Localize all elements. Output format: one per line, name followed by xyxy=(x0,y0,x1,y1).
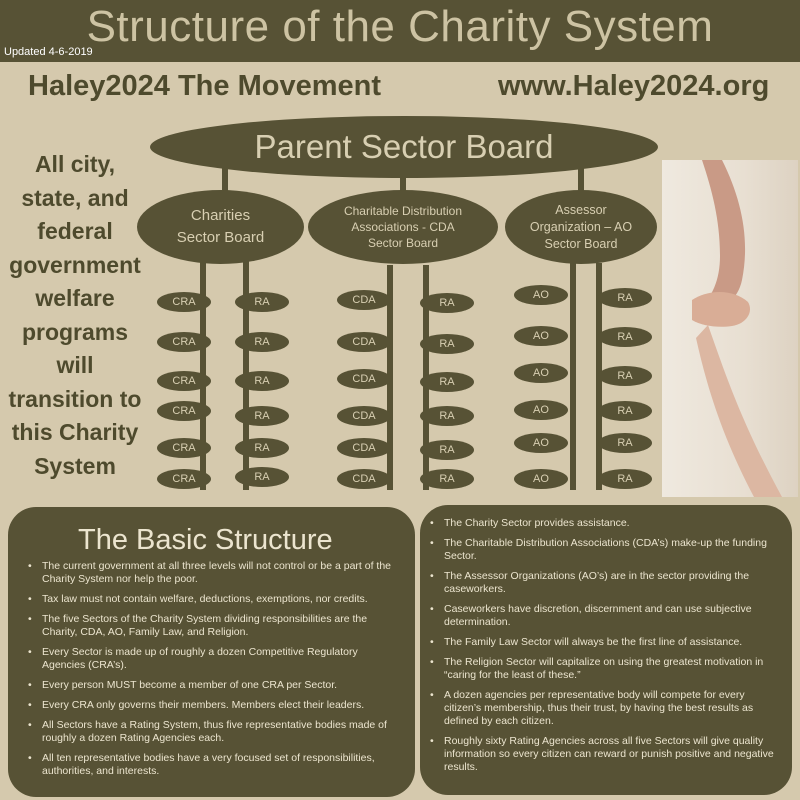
board-label-line: Sector Board xyxy=(544,236,618,251)
sector-details-list: The Charity Sector provides assistance. … xyxy=(430,517,780,781)
ra-node: RA xyxy=(420,372,474,392)
list-item: Every Sector is made up of roughly a doz… xyxy=(28,646,396,672)
cra-node: CRA xyxy=(157,371,211,391)
ao-node: AO xyxy=(514,285,568,305)
list-item: A dozen agencies per representative body… xyxy=(430,689,780,728)
ra-node: RA xyxy=(420,469,474,489)
page-title: Structure of the Charity System xyxy=(86,2,714,51)
ra-node: RA xyxy=(598,327,652,347)
board-label-line: Organization – AO xyxy=(529,219,633,234)
ao-node: AO xyxy=(514,469,568,489)
connector-line xyxy=(570,263,576,490)
cra-node: CRA xyxy=(157,438,211,458)
board-label-line: Charitable Distribution xyxy=(343,204,463,218)
connector-line xyxy=(400,170,406,195)
list-item: The current government at all three leve… xyxy=(28,560,396,586)
board-label-line: Assessor xyxy=(555,202,607,217)
ao-node: AO xyxy=(514,326,568,346)
list-item: The Charitable Distribution Associations… xyxy=(430,537,780,563)
cda-node: CDA xyxy=(337,290,391,310)
list-item: The Religion Sector will capitalize on u… xyxy=(430,656,780,682)
cra-node: CRA xyxy=(157,469,211,489)
updated-date: Updated 4-6-2019 xyxy=(4,46,93,58)
ao-node: AO xyxy=(514,363,568,383)
ra-node: RA xyxy=(235,292,289,312)
ra-node: RA xyxy=(420,293,474,313)
cra-node: CRA xyxy=(157,401,211,421)
list-item: The Assessor Organizations (AO’s) are in… xyxy=(430,570,780,596)
ra-node: RA xyxy=(598,288,652,308)
cda-node: CDA xyxy=(337,469,391,489)
title-bar xyxy=(0,0,800,62)
cra-node: CRA xyxy=(157,292,211,312)
board-label-line: Charities xyxy=(190,207,251,224)
movement-heading: Haley2024 The Movement xyxy=(28,70,381,102)
connector-line xyxy=(222,160,228,195)
ra-node: RA xyxy=(598,433,652,453)
clasped-hands-photo xyxy=(662,160,798,497)
list-item: The five Sectors of the Charity System d… xyxy=(28,613,396,639)
basic-structure-title: The Basic Structure xyxy=(78,524,333,556)
ra-node: RA xyxy=(420,406,474,426)
cda-node: CDA xyxy=(337,369,391,389)
ra-node: RA xyxy=(598,469,652,489)
ra-node: RA xyxy=(235,467,289,487)
welfare-transition-text: All city, state, and federal government … xyxy=(8,151,142,479)
ra-node: RA xyxy=(598,401,652,421)
website-link[interactable]: www.Haley2024.org xyxy=(498,70,770,102)
ra-node: RA xyxy=(420,440,474,460)
ra-node: RA xyxy=(235,406,289,426)
board-label-line: Sector Board xyxy=(176,229,265,246)
list-item: The Charity Sector provides assistance. xyxy=(430,517,780,530)
list-item: The Family Law Sector will always be the… xyxy=(430,636,780,649)
list-item: Every CRA only governs their members. Me… xyxy=(28,699,396,712)
ra-node: RA xyxy=(235,371,289,391)
list-item: All ten representative bodies have a ver… xyxy=(28,752,396,778)
list-item: Caseworkers have discretion, discernment… xyxy=(430,603,780,629)
list-item: All Sectors have a Rating System, thus f… xyxy=(28,719,396,745)
ra-node: RA xyxy=(235,438,289,458)
cda-node: CDA xyxy=(337,406,391,426)
ao-node: AO xyxy=(514,400,568,420)
board-label-line: Associations - CDA xyxy=(351,220,455,234)
list-item: Every person MUST become a member of one… xyxy=(28,679,396,692)
ao-sector-board: Assessor Organization – AO Sector Board xyxy=(505,190,657,264)
basic-structure-list: The current government at all three leve… xyxy=(28,560,396,785)
cda-sector-board: Charitable Distribution Associations - C… xyxy=(308,190,498,264)
ao-node: AO xyxy=(514,433,568,453)
clasped-hands-icon xyxy=(692,160,782,497)
connector-line xyxy=(578,160,584,195)
ra-node: RA xyxy=(598,366,652,386)
charities-sector-board: Charities Sector Board xyxy=(137,190,304,264)
parent-sector-board: Parent Sector Board xyxy=(150,116,658,178)
list-item: Tax law must not contain welfare, deduct… xyxy=(28,593,396,606)
ra-node: RA xyxy=(235,332,289,352)
cda-node: CDA xyxy=(337,332,391,352)
cda-node: CDA xyxy=(337,438,391,458)
board-label-line: Sector Board xyxy=(367,236,439,250)
list-item: Roughly sixty Rating Agencies across all… xyxy=(430,735,780,774)
ra-node: RA xyxy=(420,334,474,354)
cra-node: CRA xyxy=(157,332,211,352)
